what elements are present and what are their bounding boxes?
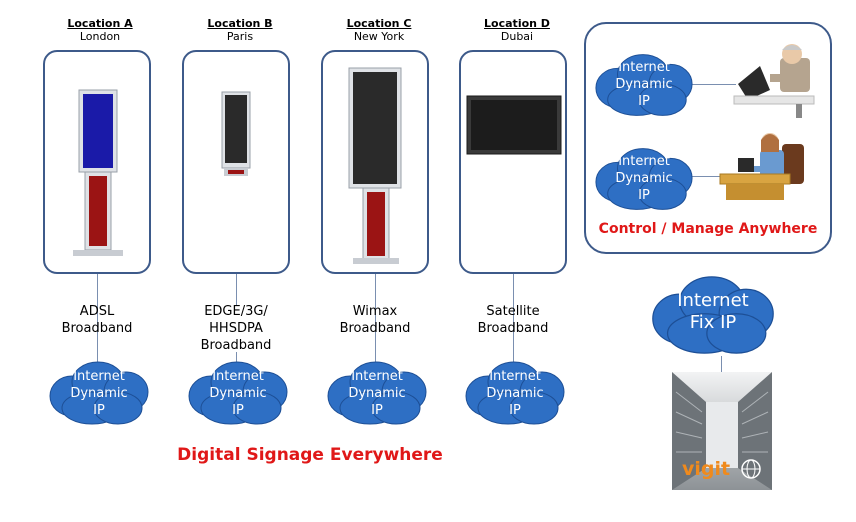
cloud-line-3: IP (232, 403, 244, 418)
device-panel (182, 50, 290, 274)
cloud-line-2: Dynamic (615, 77, 673, 92)
management-caption: Control / Manage Anywhere (598, 221, 818, 237)
cloud-icon: Internet Fix IP (646, 272, 780, 358)
server-room-icon: vigit (672, 372, 772, 490)
cloud-icon: Internet Dynamic IP (592, 144, 696, 214)
cloud-line-3: IP (93, 403, 105, 418)
connection-line-2: Broadband (339, 321, 411, 336)
location-title: Location A (67, 17, 133, 30)
kiosk-icon (73, 89, 123, 256)
globe-icon (741, 459, 761, 479)
location-title: Location C (346, 17, 412, 30)
connection-line-3: Broadband (200, 338, 272, 353)
person-at-laptop-icon (733, 44, 815, 118)
connection-line-1: Wimax (352, 304, 398, 319)
cloud-line-1: Internet (212, 369, 264, 384)
vigit-logo: vigit (682, 458, 731, 480)
cloud-label: Internet Dynamic IP (324, 368, 430, 419)
cloud-label: Internet Dynamic IP (185, 368, 291, 419)
location-title: Location D (484, 17, 550, 30)
person-at-laptop-icon (719, 133, 804, 200)
wall-screen-icon (466, 95, 562, 155)
cloud-line-1: Internet (618, 60, 670, 75)
connection-line (236, 352, 237, 366)
footer-title: Digital Signage Everywhere (177, 445, 443, 465)
location-city: London (79, 30, 121, 43)
connection-line (513, 274, 514, 366)
cloud-line-2: Dynamic (348, 386, 406, 401)
connection-label: Wimax Broadband (315, 303, 435, 337)
cloud-line-1: Internet (489, 369, 541, 384)
cloud-line-1: Internet (618, 154, 670, 169)
cloud-line-3: IP (371, 403, 383, 418)
connection-line (97, 274, 98, 366)
connection-label: EDGE/3G/ HHSDPA Broadband (176, 303, 296, 354)
cloud-line-1: Internet (351, 369, 403, 384)
cloud-label: Internet Dynamic IP (592, 59, 696, 110)
location-city: New York (353, 30, 405, 43)
connection-label: ADSL Broadband (37, 303, 157, 337)
cloud-label: Internet Dynamic IP (592, 153, 696, 204)
cloud-line-2: Dynamic (70, 386, 128, 401)
cloud-line-3: IP (509, 403, 521, 418)
cloud-line-1: Internet (677, 290, 749, 311)
connection-line-1: EDGE/3G/ (204, 304, 268, 319)
device-panel (459, 50, 567, 274)
cloud-line-3: IP (638, 94, 650, 109)
cloud-label: Internet Fix IP (646, 290, 780, 334)
location-city: Dubai (500, 30, 534, 43)
connection-line-2: Broadband (477, 321, 549, 336)
connection-line (690, 84, 736, 85)
kiosk-icon (348, 67, 402, 264)
device-panel (43, 50, 151, 274)
cloud-line-2: Dynamic (615, 171, 673, 186)
cloud-line-2: Dynamic (209, 386, 267, 401)
connection-line (375, 274, 376, 366)
location-city: Paris (226, 30, 254, 43)
cloud-line-3: IP (638, 188, 650, 203)
cloud-icon: Internet Dynamic IP (185, 358, 291, 428)
device-panel (321, 50, 429, 274)
cloud-icon: Internet Dynamic IP (324, 358, 430, 428)
connection-line (721, 356, 722, 372)
cloud-line-1: Internet (73, 369, 125, 384)
cloud-line-2: Fix IP (689, 312, 737, 333)
cloud-label: Internet Dynamic IP (46, 368, 152, 419)
cloud-icon: Internet Dynamic IP (46, 358, 152, 428)
cloud-icon: Internet Dynamic IP (592, 50, 696, 120)
cloud-line-2: Dynamic (486, 386, 544, 401)
cloud-label: Internet Dynamic IP (462, 368, 568, 419)
connection-line-1: Satellite (486, 304, 540, 319)
connection-line-2: Broadband (61, 321, 133, 336)
cloud-icon: Internet Dynamic IP (462, 358, 568, 428)
connection-line (690, 176, 720, 177)
connection-label: Satellite Broadband (453, 303, 573, 337)
kiosk-icon (221, 91, 251, 176)
connection-line-2: HHSDPA (209, 321, 263, 336)
location-title: Location B (207, 17, 273, 30)
connection-line (236, 274, 237, 306)
connection-line-1: ADSL (79, 304, 115, 319)
